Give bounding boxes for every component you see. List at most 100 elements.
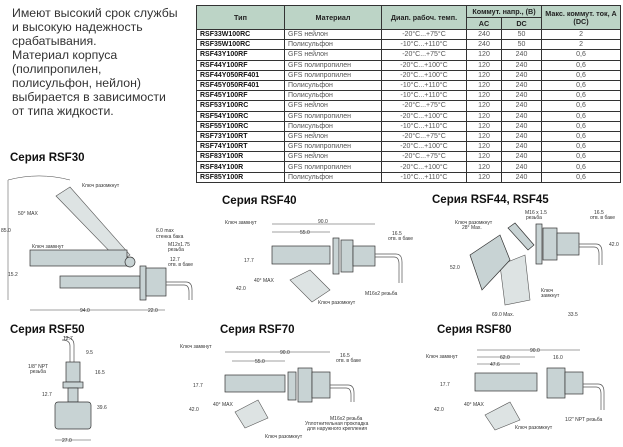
- label: Ключ разомкнут: [265, 434, 303, 440]
- label: Ключ разомкнут: [82, 183, 120, 189]
- label: Ключ разомкнут: [318, 300, 356, 306]
- label: Ключ разомкнут: [455, 220, 493, 226]
- label: 22.0: [148, 308, 158, 314]
- label: резьба: [526, 215, 542, 221]
- label: M16x2 резьба: [330, 416, 362, 422]
- intro-line: от типа жидкости.: [12, 104, 114, 118]
- label: замкнут: [541, 293, 560, 299]
- intro-line: Имеют высокий срок службы: [12, 6, 178, 20]
- label: стенка бака: [156, 234, 184, 240]
- label: 16.5: [340, 353, 350, 359]
- label: 12.7: [170, 257, 180, 263]
- rsf40-drawing: Ключ замкнут 90.0 55.0 16.5 отв. в баке …: [225, 219, 413, 306]
- label: 62.0: [500, 355, 510, 361]
- label: 42.0: [236, 286, 246, 292]
- label: 50° MAX: [18, 211, 38, 217]
- label: Уплотнительная прокладка: [305, 421, 369, 427]
- rsf80-title: Серия RSF80: [437, 324, 512, 336]
- label: резьба: [30, 369, 46, 375]
- rsf30-title: Серия RSF30: [10, 152, 85, 164]
- label: 1/2" NPT резьба: [565, 417, 603, 423]
- intro-line: и высокую надежность: [12, 20, 143, 34]
- label: 94.0: [80, 308, 90, 314]
- label: 42.0: [189, 407, 199, 413]
- label: 40° MAX: [464, 402, 484, 408]
- label: 40° MAX: [213, 402, 233, 408]
- intro-line: выбирается в зависимости: [12, 90, 166, 104]
- label: для наружного крепления: [307, 426, 367, 432]
- label: 28° Max.: [462, 225, 482, 231]
- col-current: Макс. коммут. ток, А (DC): [541, 5, 622, 30]
- label: отв. в баке: [168, 262, 193, 268]
- rsf70-drawing: Ключ замкнут 90.0 55.0 16.5 отв. в баке …: [180, 344, 369, 440]
- label: 12.7: [42, 392, 52, 398]
- intro-line: Материал корпуса: [12, 48, 118, 62]
- label: 33.5: [568, 312, 578, 318]
- label: 69.0 Max.: [492, 312, 514, 318]
- rsf80-drawing: Ключ замкнут 90.0 62.0 16.0 47.6 17.7 42…: [426, 348, 605, 431]
- label: 42.0: [434, 407, 444, 413]
- label: отв. в баке: [590, 215, 615, 221]
- intro-text: Имеют высокий срок службы и высокую наде…: [12, 6, 197, 118]
- label: 85.0: [1, 228, 11, 234]
- rsf40-title: Серия RSF40: [222, 195, 297, 207]
- label: Ключ замкнут: [225, 220, 257, 226]
- label: 16.5: [594, 210, 604, 216]
- label: 1/8" NPT: [28, 364, 48, 370]
- rsf50-drawing: 12.7 9.5 1/8" NPT резьба 16.5 12.7 39.6 …: [28, 336, 107, 444]
- label: 52.0: [450, 265, 460, 271]
- label: 39.6: [97, 405, 107, 411]
- label: Ключ: [541, 288, 553, 294]
- label: 6.0 max: [156, 228, 174, 234]
- label: 16.0: [553, 355, 563, 361]
- label: отв. в баке: [336, 358, 361, 364]
- label: Ключ замкнут: [180, 344, 212, 350]
- label: 17.7: [244, 258, 254, 264]
- label: 12.7: [63, 336, 73, 342]
- label: M16x2 резьба: [365, 291, 397, 297]
- label: 55.0: [255, 359, 265, 365]
- label: 17.7: [193, 383, 203, 389]
- label: отв. в баке: [388, 236, 413, 242]
- label: 16.5: [95, 370, 105, 376]
- label: 90.0: [318, 219, 328, 225]
- label: 40° MAX: [254, 278, 274, 284]
- label: 17.7: [440, 382, 450, 388]
- rsf44-title: Серия RSF44, RSF45: [432, 194, 549, 206]
- table-cell: 0,6: [541, 171, 622, 183]
- label: Ключ разомкнут: [515, 425, 553, 431]
- label: M16 x 1.5: [525, 210, 547, 216]
- label: 47.6: [490, 362, 500, 368]
- intro-line: (полипропилен,: [12, 62, 102, 76]
- label: Ключ замкнут: [32, 244, 64, 250]
- intro-line: полисульфон, нейлон): [12, 76, 141, 90]
- table-cell: 240: [500, 171, 543, 183]
- label: 55.0: [300, 230, 310, 236]
- intro-line: срабатывания.: [12, 34, 97, 48]
- rsf50-title: Серия RSF50: [10, 324, 85, 336]
- label: 27.0: [62, 438, 72, 444]
- rsf30-drawing: Ключ разомкнут 50° MAX 85.0 Ключ замкнут…: [1, 175, 193, 314]
- label: M12x1.75: [168, 242, 190, 248]
- label: 15.2: [8, 272, 18, 278]
- col-dc: DC: [500, 17, 543, 30]
- label: 16.5: [392, 231, 402, 237]
- label: 90.0: [280, 350, 290, 356]
- rsf44-drawing: M16 x 1.5 резьба Ключ разомкнут 28° Max.…: [450, 210, 619, 318]
- col-type: Тип: [196, 5, 285, 30]
- label: 9.5: [86, 350, 93, 356]
- label: резьба: [168, 247, 184, 253]
- rsf70-title: Серия RSF70: [220, 324, 295, 336]
- label: 42.0: [609, 242, 619, 248]
- label: 90.0: [530, 348, 540, 354]
- label: Ключ замкнут: [426, 354, 458, 360]
